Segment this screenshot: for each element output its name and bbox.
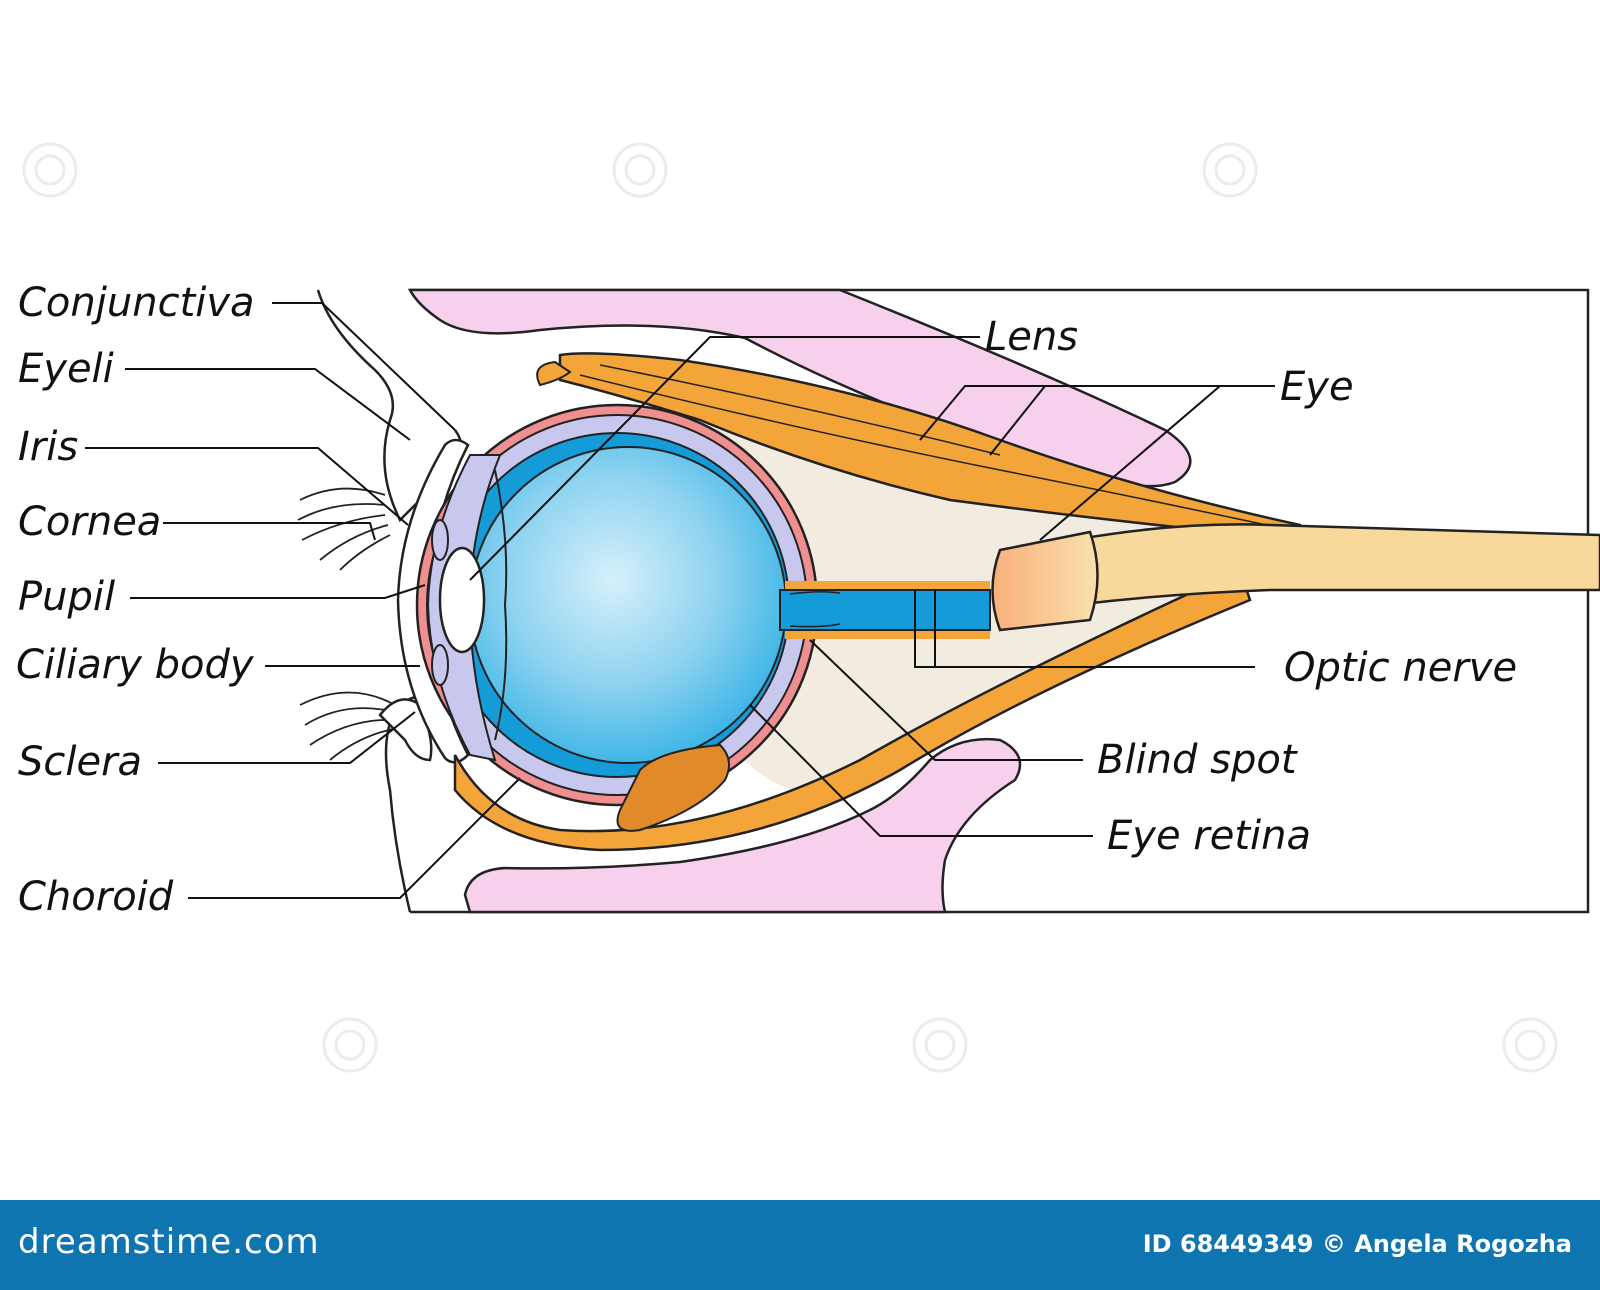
footer-bar: dreamstime.com ID 68449349 © Angela Rogo… bbox=[0, 1200, 1600, 1290]
label-ciliary-body: Ciliary body bbox=[16, 642, 254, 688]
lower-orbital-bone bbox=[463, 738, 1022, 914]
brand-logo-text[interactable]: dreamstime.com bbox=[18, 1222, 320, 1262]
label-sclera: Sclera bbox=[18, 739, 143, 785]
lens-shape bbox=[438, 546, 486, 654]
label-lens: Lens bbox=[985, 314, 1079, 360]
optic-nerve-shape bbox=[779, 589, 991, 631]
optic-nerve-sheath bbox=[991, 530, 1099, 632]
label-eye-retina: Eye retina bbox=[1107, 813, 1311, 859]
label-iris: Iris bbox=[18, 424, 79, 470]
vitreous-body bbox=[469, 446, 787, 764]
watermark-layer bbox=[22, 142, 1558, 1073]
label-choroid: Choroid bbox=[18, 874, 174, 920]
label-blind-spot: Blind spot bbox=[1097, 737, 1297, 783]
image-credit: ID 68449349 © Angela Rogozha bbox=[1142, 1230, 1572, 1258]
iris-upper bbox=[431, 519, 449, 561]
eye-anatomy-diagram: Conjunctiva Eyeli Iris Cornea Pupil Cili… bbox=[16, 142, 1600, 1073]
leader-lines bbox=[85, 302, 1275, 899]
label-optic-nerve: Optic nerve bbox=[1284, 645, 1518, 691]
label-eye: Eye bbox=[1280, 364, 1354, 410]
label-cornea: Cornea bbox=[18, 499, 162, 545]
label-pupil: Pupil bbox=[18, 574, 116, 620]
iris-lower bbox=[431, 644, 449, 686]
inferior-oblique bbox=[616, 743, 730, 832]
label-conjunctiva: Conjunctiva bbox=[18, 280, 255, 326]
label-eyeli: Eyeli bbox=[18, 346, 114, 392]
upper-eyelashes bbox=[297, 487, 391, 571]
